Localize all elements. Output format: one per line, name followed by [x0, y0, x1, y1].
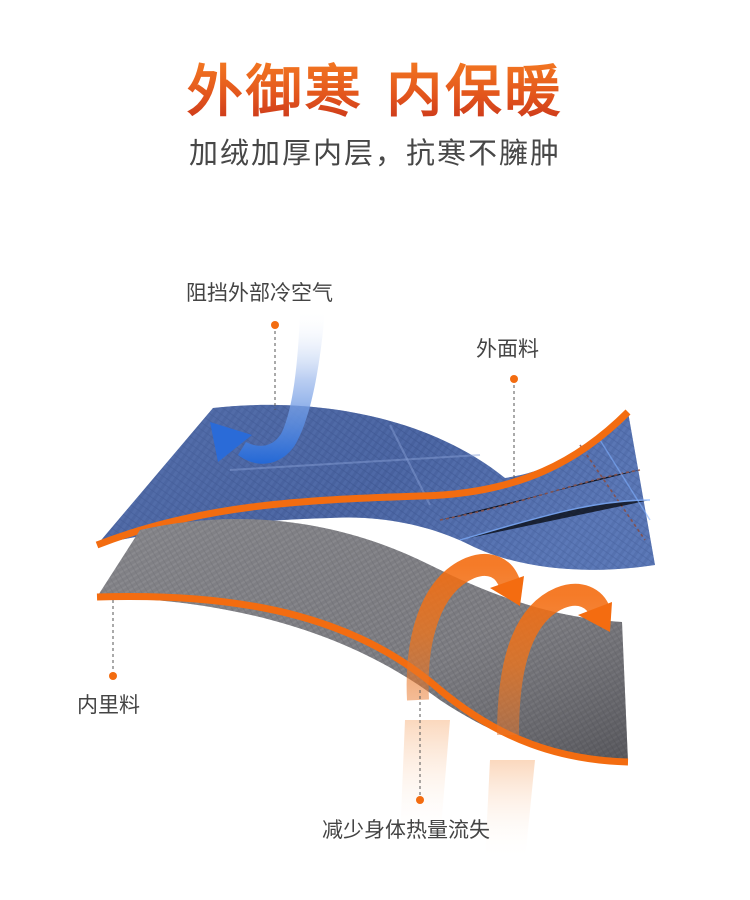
orange-curved-arrow-icon: [497, 583, 612, 736]
orange-curved-arrow-icon: [406, 553, 524, 701]
label-outer-fabric: 外面料: [476, 337, 539, 361]
leader-heat-loss: [416, 690, 424, 804]
leader-outer-fabric: [510, 375, 518, 478]
leader-inner-lining: [109, 600, 117, 680]
heat-beam-right: [485, 760, 535, 860]
leader-cold-air: [271, 321, 279, 410]
page-subtitle: 加绒加厚内层，抗寒不臃肿: [188, 136, 561, 170]
label-reduce-heat-loss: 减少身体热量流失: [322, 818, 490, 842]
label-block-cold-air: 阻挡外部冷空气: [186, 281, 333, 305]
blue-curved-arrow-icon: [210, 310, 325, 464]
page-title: 外御寒 内保暖: [0, 58, 750, 128]
label-inner-lining: 内里料: [77, 693, 140, 717]
heat-beam-left: [400, 720, 450, 840]
